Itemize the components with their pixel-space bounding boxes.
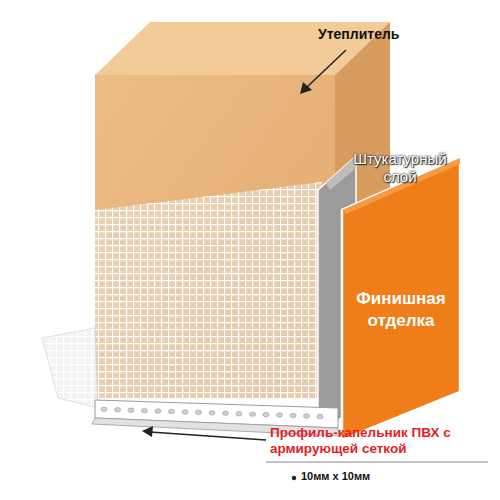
profile-label: Профиль-капельник ПВХ с армирующей сетко… xyxy=(270,425,492,457)
profile-hole xyxy=(182,410,188,414)
bullet xyxy=(292,476,296,480)
profile-hole xyxy=(115,408,121,412)
reinforcing-mesh xyxy=(95,182,335,398)
profile-hole xyxy=(196,410,202,414)
dimension-label: 10мм х 10мм xyxy=(301,470,421,483)
profile-hole xyxy=(142,408,148,412)
mesh-backing xyxy=(95,182,335,398)
profile-hole xyxy=(277,413,283,417)
profile-hole xyxy=(101,407,107,411)
profile-hole xyxy=(263,412,269,416)
profile-hole xyxy=(155,409,161,413)
leader-arrowhead xyxy=(300,82,312,94)
profile-hole xyxy=(128,408,134,412)
profile-hole xyxy=(169,409,175,413)
plaster-top xyxy=(326,156,356,190)
profile-hole xyxy=(250,412,256,416)
mesh-flap-backing xyxy=(42,328,98,408)
underline xyxy=(266,462,488,463)
plaster-label: Штукатурный слой xyxy=(344,150,456,186)
leader-line xyxy=(306,50,346,88)
profile-holes xyxy=(101,407,323,419)
profile-hole xyxy=(317,414,323,418)
profile-hole xyxy=(290,413,296,417)
profile-hole xyxy=(236,412,242,416)
finish-panel xyxy=(342,158,460,440)
leader-arrowhead xyxy=(142,426,153,437)
panel-label: Финишная отделка xyxy=(349,288,453,332)
finish-panel-box: Финишная отделка xyxy=(346,235,456,385)
profile-hole xyxy=(304,414,310,418)
profile-hole xyxy=(209,411,215,415)
mesh-flap xyxy=(42,328,98,408)
leader-line xyxy=(150,432,266,440)
insulation-label: Утеплитель xyxy=(318,26,438,43)
profile-hole xyxy=(223,411,229,415)
insulation-front xyxy=(95,75,335,398)
